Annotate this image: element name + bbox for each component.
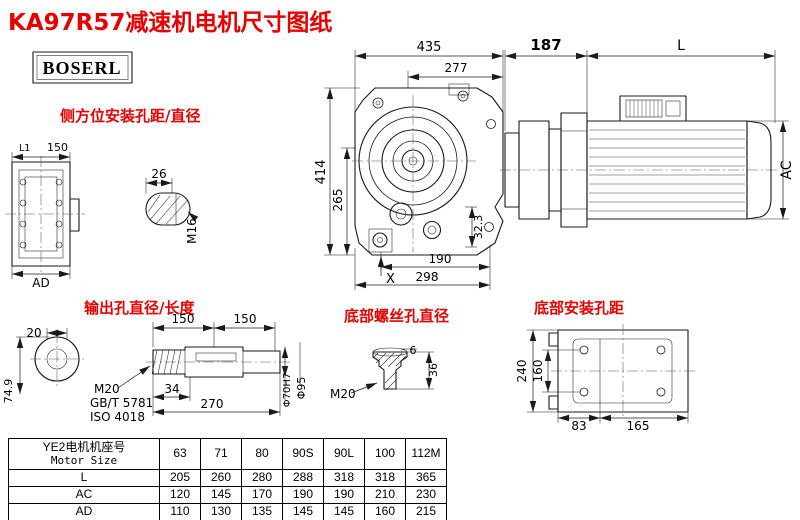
dim-slot-width: 26 [151,167,166,181]
dim-output-bore: Φ70H7 [282,373,293,407]
dim-base-inner-height: 160 [531,360,545,383]
table-cell: 318 [364,469,406,487]
dim-output-total: 270 [201,397,224,411]
dim-output-d20: 20 [26,326,41,340]
front-view: 435 277 414 265 190 298 X 32.3 [314,40,504,290]
table-header-en: Motor Size [50,453,118,467]
table-cell: 145 [282,503,324,520]
table-size-cell: 112M [405,438,447,470]
page-title: KA97R57减速机电机尺寸图纸 [8,9,332,36]
table-cell: 190 [323,486,365,504]
dim-flange-150: 150 [47,141,68,154]
dim-output-key: 34 [164,382,179,396]
table-size-cell: 90S [282,438,324,470]
table-cell: 260 [200,469,242,487]
logo-box [32,51,133,84]
dim-screw-d6: 6 [410,344,417,357]
dim-slot-thread: M16 [185,218,199,244]
dim-output-len1: 150 [172,312,195,326]
table-row: AC 120 145 170 190 190 210 230 [8,486,447,504]
table-cell: 135 [241,503,283,520]
dim-motor-ac: AC [779,160,795,179]
table-cell: 280 [241,469,283,487]
dim-front-angle: 32.3 [472,215,485,240]
standard-gbt: GB/T 5781 [90,396,153,410]
label-side-mount: 侧方位安装孔距/直径 [60,107,200,125]
table-row: AD 110 130 135 145 145 160 215 [8,503,447,520]
dim-front-bottom-inner: 190 [429,252,452,266]
dim-screw-thread: M20 [330,387,356,401]
table-cell: 170 [241,486,283,504]
logo-box-inner [36,55,129,80]
table-cell: 120 [159,486,201,504]
dim-output-thread: M20 [94,382,120,396]
dim-front-width: 435 [417,40,442,55]
output-shaft-view: 20 74.9 150 150 M20 GB/T 5781 ISO 4018 3… [2,312,308,424]
dim-front-x-mark: X [386,272,395,287]
dim-motor-length: L [677,38,685,54]
dim-front-height: 414 [314,160,329,185]
terminal-box [619,95,687,122]
dim-screw-h36: 36 [427,363,440,377]
table-cell: 215 [405,503,447,520]
fan-cowl [746,120,772,220]
table-cell: 130 [200,503,242,520]
table-size-cell: 80 [241,438,283,470]
dim-front-center-height: 265 [331,189,345,212]
table-size-cell: 71 [200,438,242,470]
dim-flange-l1: L1 [19,143,30,154]
table-cell: 205 [159,469,201,487]
side-tab [69,198,80,232]
motor-side-view: 187 L AC [500,36,795,228]
standard-iso: ISO 4018 [90,410,145,424]
shaft-hole-detail: 26 M16 [145,167,199,244]
title-block: KA97R57减速机电机尺寸图纸 BOSERL [8,9,332,84]
table-header-label: YE2电机机座号 Motor Size [8,438,160,470]
dim-flange-ad: AD [32,276,49,290]
table-header-row: YE2电机机座号 Motor Size 63 71 80 90S 90L 100… [8,438,447,470]
dim-front-bottom-width: 298 [416,270,439,284]
screw-detail-view: 6 36 M20 [330,344,440,401]
table-size-cell: 100 [364,438,406,470]
dim-output-across: 74.9 [2,379,15,404]
x-hole-pocket [368,228,393,253]
table-cell: 230 [405,486,447,504]
table-cell: 110 [159,503,201,520]
dim-front-inner-width: 277 [445,61,468,75]
dim-base-w83: 83 [571,419,586,433]
dim-motor-flange: 187 [530,36,561,54]
base-mount-view: 240 160 83 165 [515,324,695,433]
table-row-label: AC [8,486,160,504]
table-cell: 210 [364,486,406,504]
table-row-label: AD [8,503,160,520]
table-row: L 205 260 280 288 318 318 365 [8,469,447,487]
brand-logo: BOSERL [42,58,121,78]
flange-side-view: L1 150 AD [5,141,85,290]
table-cell: 318 [323,469,365,487]
table-cell: 190 [282,486,324,504]
table-cell: 145 [323,503,365,520]
dim-base-height: 240 [515,360,529,383]
table-cell: 365 [405,469,447,487]
table-header-cn: YE2电机机座号 [42,439,126,454]
dim-base-w165: 165 [627,419,650,433]
red-annotations: 侧方位安装孔距/直径 输出孔直径/长度 底部螺丝孔直径 底部安装孔距 [60,107,624,325]
motor-size-table: YE2电机机座号 Motor Size 63 71 80 90S 90L 100… [8,438,447,520]
table-cell: 160 [364,503,406,520]
dim-output-hub: Φ95 [295,377,308,400]
table-cell: 288 [282,469,324,487]
table-row-label: L [8,469,160,487]
label-bottom-screw: 底部螺丝孔直径 [344,307,449,325]
table-size-cell: 63 [159,438,201,470]
table-cell: 145 [200,486,242,504]
table-size-cell: 90L [323,438,365,470]
label-bottom-mount: 底部安装孔距 [534,299,624,317]
label-output-hole: 输出孔直径/长度 [84,299,195,317]
dim-output-len2: 150 [234,312,257,326]
